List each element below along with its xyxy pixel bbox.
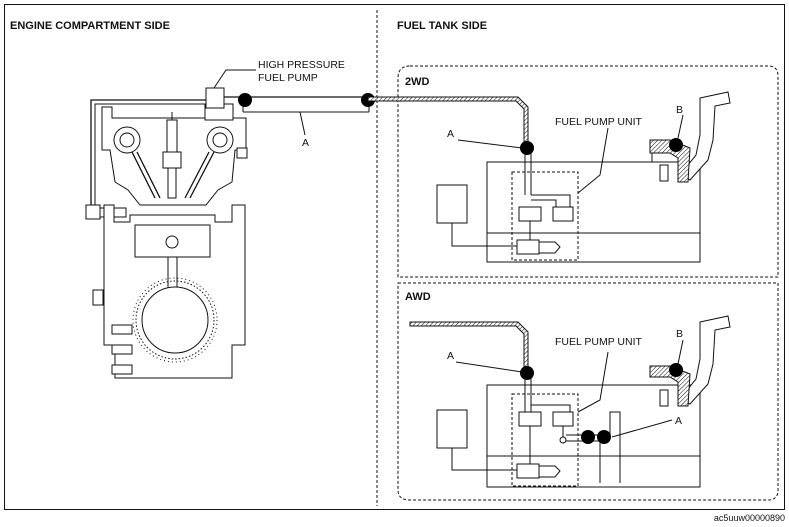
awd-connector-jet-1: [581, 430, 595, 444]
wd2-title: 2WD: [405, 76, 430, 88]
awd-fuel-pump-unit-label: FUEL PUMP UNIT: [555, 336, 643, 348]
awd-connector-jet-2: [597, 430, 611, 444]
engine-connector-left: [238, 93, 252, 107]
engine-drawing: [85, 69, 370, 379]
awd-connector-b: [669, 363, 683, 377]
hp-pump-label-line2: FUEL PUMP: [258, 72, 318, 84]
wd2-b-label: B: [676, 104, 683, 116]
engine-a-label: A: [302, 137, 309, 149]
figure-caption: ac5uuw00000890: [714, 513, 785, 523]
wd2-connector-b: [669, 138, 683, 152]
awd-a-label-right: A: [675, 415, 682, 427]
awd-title: AWD: [405, 291, 431, 303]
awd-b-label: B: [676, 328, 683, 340]
awd-a-label-top: A: [447, 350, 454, 362]
panel-2wd: [367, 65, 779, 278]
fuel-tank-side-header: FUEL TANK SIDE: [397, 20, 487, 32]
wd2-fuel-pump-unit-label: FUEL PUMP UNIT: [555, 116, 643, 128]
awd-connector-a: [520, 366, 534, 380]
engine-side-header: ENGINE COMPARTMENT SIDE: [10, 20, 170, 32]
wd2-a-label: A: [447, 128, 454, 140]
wd2-connector-a: [520, 141, 534, 155]
hp-pump-label-line1: HIGH PRESSURE: [258, 59, 345, 71]
